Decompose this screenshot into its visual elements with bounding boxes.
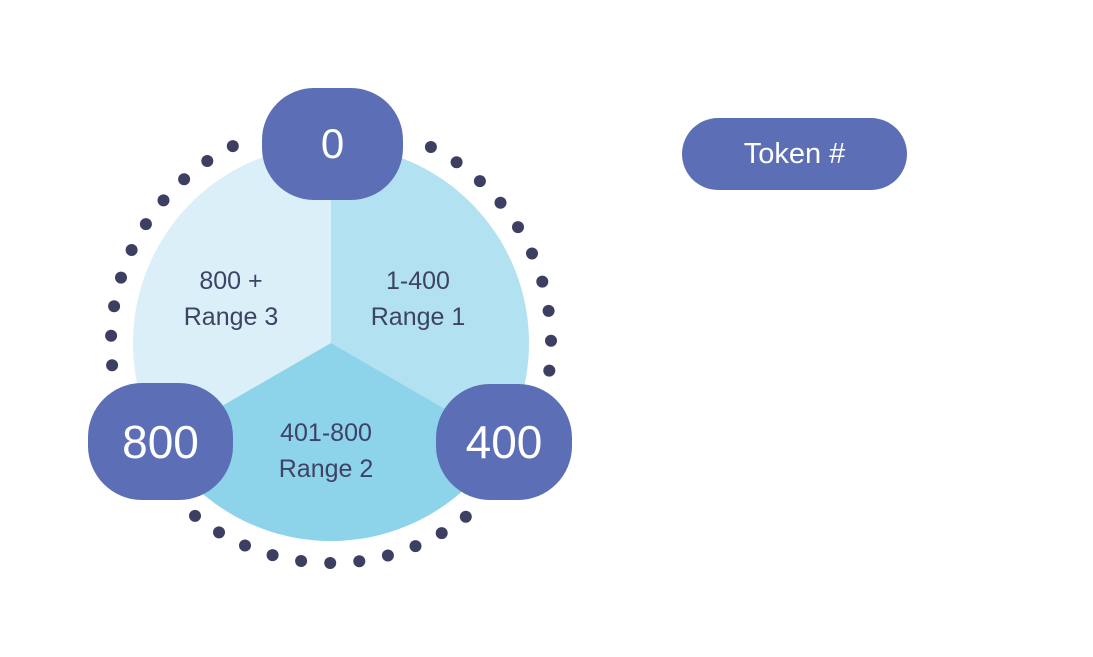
segment-range-1 [331, 145, 529, 442]
ring-dot-icon [178, 173, 191, 186]
pie-segments [133, 145, 529, 541]
ring-dot-icon [189, 509, 201, 522]
ring-dot-icon [353, 555, 366, 568]
ring-dot-icon [424, 141, 437, 153]
ring-dot-icon [324, 557, 337, 569]
segment-range-1-name: Range 1 [370, 303, 466, 331]
ring-dot-icon [201, 155, 214, 167]
ring-dot-icon [381, 549, 394, 562]
ring-dot-icon [105, 329, 118, 342]
ring-dot-icon [512, 221, 524, 234]
ring-dot-icon [213, 526, 225, 539]
ring-dot-icon [494, 196, 507, 209]
segment-range-3-name: Range 3 [183, 303, 279, 331]
badge-zero-label: 0 [320, 120, 345, 167]
ring-dot-icon [543, 364, 556, 377]
segment-range-2 [159, 343, 503, 541]
segment-range-3 [133, 145, 331, 442]
badge-400-label: 400 [465, 416, 543, 468]
segment-label-range-1: 1-400 Range 1 [333, 263, 503, 335]
ring-dot-icon [157, 194, 170, 207]
token-number-label: Token # [743, 137, 846, 170]
token-number-badge: Token # [682, 118, 907, 190]
ring-dot-icon [545, 334, 557, 347]
badge-800: 800 [88, 383, 233, 500]
ring-dot-icon [295, 555, 308, 567]
ring-dot-icon [473, 175, 486, 188]
segment-label-range-3: 800 + Range 3 [146, 263, 316, 335]
badge-800-label: 800 [122, 415, 199, 468]
segment-label-range-2: 401-800 Range 2 [236, 415, 416, 487]
ring-dot-icon [239, 539, 251, 552]
ring-dot-icon [542, 304, 555, 317]
ring-dot-icon [115, 271, 127, 284]
badge-zero: 0 [262, 88, 403, 200]
ring-dot-icon [226, 140, 239, 153]
segment-range-3-values: 800 + [199, 267, 263, 295]
ring-dot-icon [266, 549, 279, 562]
ring-dot-icon [139, 218, 152, 231]
ring-dot-icon [459, 510, 472, 523]
dotted-ring-icon [105, 140, 557, 569]
ring-dot-icon [125, 244, 138, 256]
segment-range-2-values: 401-800 [280, 419, 372, 447]
ring-dot-icon [409, 540, 422, 553]
badge-400: 400 [436, 384, 572, 500]
ring-dot-icon [106, 359, 119, 372]
ring-dot-icon [526, 247, 538, 260]
ring-dot-icon [435, 527, 448, 540]
segment-range-1-values: 1-400 [386, 267, 450, 295]
segment-range-2-name: Range 2 [278, 455, 374, 483]
ring-dot-icon [536, 275, 549, 288]
ring-dot-icon [450, 156, 463, 169]
ring-dot-icon [108, 300, 121, 313]
